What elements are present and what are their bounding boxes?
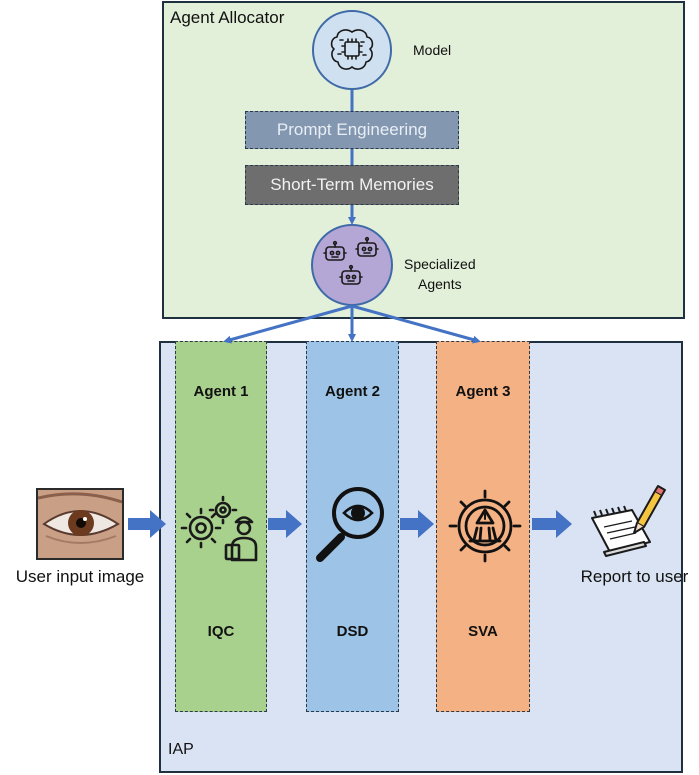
notepad-pencil-icon [591,485,666,557]
specialized-agents-label-line1: Specialized [404,256,476,272]
agent-2-title: Agent 2 [324,383,380,400]
report-to-user-label: Report to user [580,567,689,586]
agent-allocator-title: Agent Allocator [170,8,285,27]
eye-photo [38,490,122,558]
iap-label: IAP [168,741,194,758]
arrow-input-to-agent1 [128,510,166,538]
model-node [312,10,392,90]
agent-1-title: Agent 1 [193,383,249,400]
specialized-agents-label-line2: Agents [418,276,462,292]
agent-3-code: SVA [468,623,498,640]
arrow-agent1-to-agent2 [268,510,302,538]
specialized-agents-label: Specialized Agents [404,254,476,294]
arrow-agent2-to-agent3 [400,510,434,538]
prompt-engineering-box: Prompt Engineering [245,111,459,149]
arrow-agents-to-agent3 [351,304,481,344]
short-term-memories-box: Short-Term Memories [245,165,459,205]
robots-icon [323,236,379,285]
brain-chip-icon [330,29,374,70]
arrow-agent3-to-report [532,510,572,538]
magnifier-eye-icon [316,487,384,562]
model-label: Model [413,42,452,58]
arrow-agents-to-agent1 [223,304,353,344]
gear-warning-icon [448,489,522,563]
agent-2-column [306,341,399,712]
agent-2-code: DSD [336,623,369,640]
agent-3-title: Agent 3 [455,383,511,400]
agent-allocator-panel [162,1,685,319]
user-input-label: User input image [15,567,145,586]
specialized-agents-node [311,224,393,306]
gears-worker-icon [180,495,258,562]
user-input-image [36,488,124,560]
agent-1-code: IQC [207,623,235,640]
